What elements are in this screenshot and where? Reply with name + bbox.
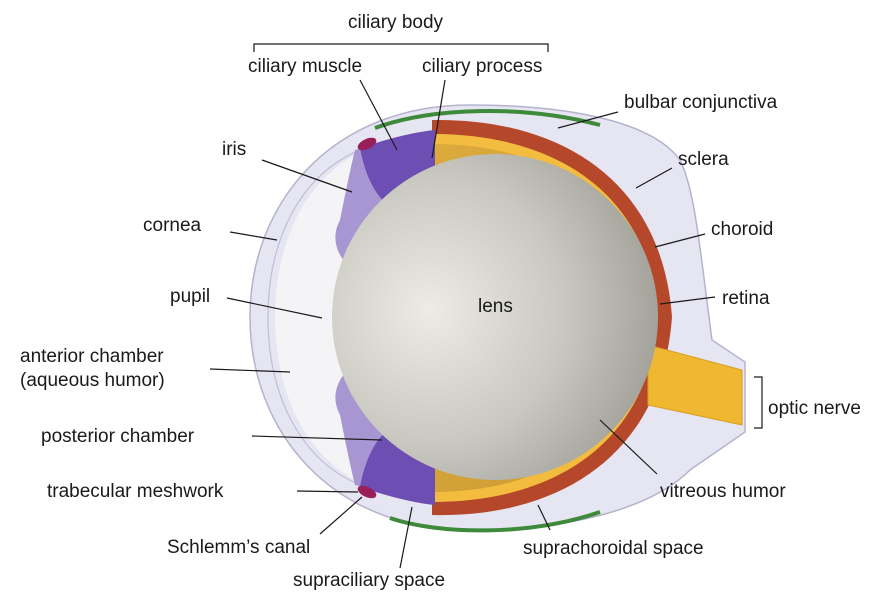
label-bulbar-conjunctiva: bulbar conjunctiva <box>624 92 777 114</box>
label-ciliary-process: ciliary process <box>422 56 542 78</box>
label-pupil: pupil <box>170 286 210 308</box>
label-anterior-chamber: anterior chamber <box>20 346 164 368</box>
ciliary-body-bracket <box>254 44 548 52</box>
label-retina: retina <box>722 288 770 310</box>
label-ciliary-body: ciliary body <box>348 12 443 34</box>
label-vitreous-humor: vitreous humor <box>660 481 786 503</box>
label-suprachoroidal-space: suprachoroidal space <box>523 538 704 560</box>
label-choroid: choroid <box>711 219 773 241</box>
label-sclera: sclera <box>678 149 729 171</box>
label-schlemms-canal: Schlemm’s canal <box>167 537 310 559</box>
label-ciliary-muscle: ciliary muscle <box>248 56 362 78</box>
label-aqueous-humor: (aqueous humor) <box>20 370 165 392</box>
label-iris: iris <box>222 139 246 161</box>
label-supraciliary-space: supraciliary space <box>293 570 445 592</box>
label-lens: lens <box>478 296 513 318</box>
label-cornea: cornea <box>143 215 201 237</box>
label-trabecular-meshwork: trabecular meshwork <box>47 481 223 503</box>
label-posterior-chamber: posterior chamber <box>41 426 194 448</box>
label-optic-nerve: optic nerve <box>768 398 861 420</box>
optic-nerve-bracket <box>754 377 762 428</box>
